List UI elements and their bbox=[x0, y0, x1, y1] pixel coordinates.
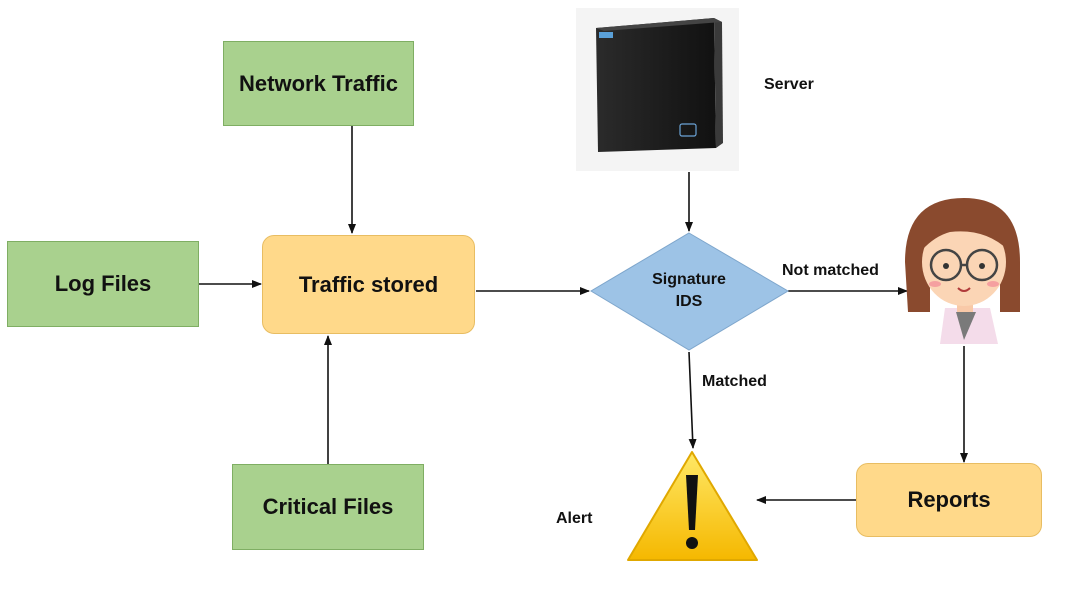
matched-label: Matched bbox=[702, 373, 767, 390]
signature-ids-line2: IDS bbox=[675, 293, 703, 310]
critical-files-label: Critical Files bbox=[262, 494, 394, 519]
traffic-stored-node: Traffic stored bbox=[262, 235, 475, 334]
reports-label: Reports bbox=[907, 487, 991, 512]
analyst-avatar-icon bbox=[905, 198, 1020, 344]
log-files-label: Log Files bbox=[54, 271, 152, 296]
server-label: Server bbox=[764, 76, 814, 93]
signature-ids-diamond bbox=[590, 232, 789, 351]
arrow-ids-to-alert bbox=[688, 351, 697, 449]
signature-ids-text: Signature IDS bbox=[639, 269, 739, 313]
network-traffic-label: Network Traffic bbox=[239, 70, 398, 96]
arrows bbox=[199, 126, 968, 504]
network-traffic-node: Network Traffic bbox=[223, 41, 414, 126]
alert-label: Alert bbox=[556, 510, 593, 527]
not-matched-label: Not matched bbox=[782, 262, 879, 279]
server-device-icon bbox=[576, 8, 739, 171]
warning-triangle-icon bbox=[627, 451, 758, 561]
log-files-node: Log Files bbox=[7, 241, 199, 327]
signature-ids-line1: Signature bbox=[652, 271, 726, 288]
traffic-stored-label: Traffic stored bbox=[298, 271, 439, 297]
reports-node: Reports bbox=[856, 463, 1042, 537]
critical-files-node: Critical Files bbox=[232, 464, 424, 550]
